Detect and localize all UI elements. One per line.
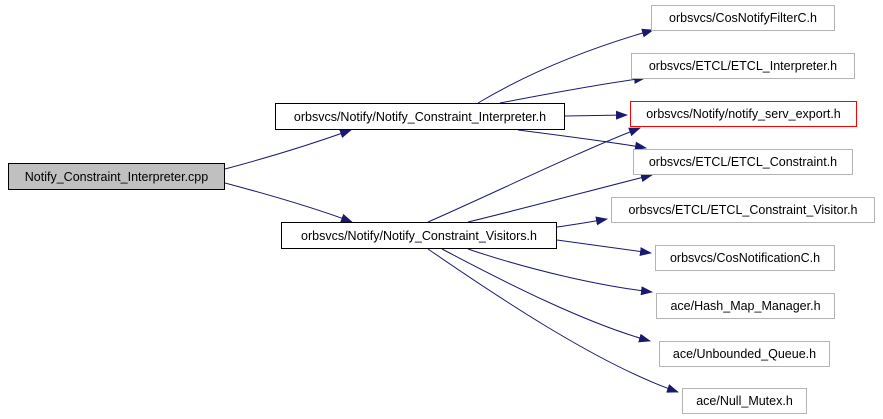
node-unbounded-queue-h: ace/Unbounded_Queue.h	[659, 341, 830, 367]
edge-visitors-h-to-etcl-constraint-visitor-h	[556, 216, 608, 228]
edge-interpreter-h-to-etcl-interpreter-h	[499, 75, 646, 104]
node-etcl-constraint-visitor-h: orbsvcs/ETCL/ETCL_Constraint_Visitor.h	[611, 197, 875, 223]
edge-visitors-h-to-null-mutex-h	[427, 248, 679, 393]
node-notify-constraint-visitors-h[interactable]: orbsvcs/Notify/Notify_Constraint_Visitor…	[281, 222, 557, 249]
edge-visitors-h-to-notify-serv-export-h	[427, 127, 641, 223]
edge-interpreter-h-to-cosnotifyfilterc-h	[477, 28, 654, 104]
edge-visitors-h-to-unbounded-queue-h	[441, 248, 651, 343]
node-notify-constraint-interpreter-h[interactable]: orbsvcs/Notify/Notify_Constraint_Interpr…	[275, 103, 565, 130]
node-cosnotifyfilterc-h: orbsvcs/CosNotifyFilterC.h	[651, 5, 835, 31]
edge-interpreter-h-to-etcl-constraint-h	[517, 129, 647, 151]
edge-cpp-to-interpreter-h	[224, 129, 352, 170]
node-hash-map-manager-h: ace/Hash_Map_Manager.h	[656, 293, 835, 319]
node-etcl-constraint-h: orbsvcs/ETCL/ETCL_Constraint.h	[633, 149, 853, 175]
node-notify-serv-export-h[interactable]: orbsvcs/Notify/notify_serv_export.h	[630, 101, 857, 127]
node-null-mutex-h: ace/Null_Mutex.h	[682, 388, 807, 414]
node-cosnotificationc-h: orbsvcs/CosNotificationC.h	[655, 245, 835, 271]
node-notify-constraint-interpreter-cpp: Notify_Constraint_Interpreter.cpp	[8, 163, 225, 190]
edge-visitors-h-to-cosnotificationc-h	[556, 239, 652, 257]
edge-visitors-h-to-hash-map-manager-h	[467, 248, 653, 296]
node-etcl-interpreter-h: orbsvcs/ETCL/ETCL_Interpreter.h	[631, 53, 855, 79]
edge-cpp-to-visitors-h	[224, 182, 353, 223]
edge-visitors-h-to-etcl-constraint-h	[467, 173, 653, 223]
edge-interpreter-h-to-notify-serv-export-h	[564, 110, 628, 120]
